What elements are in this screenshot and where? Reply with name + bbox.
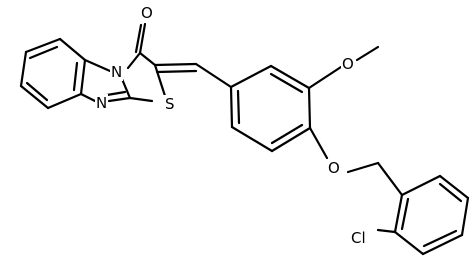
atom-label-thiazole-sulfur: S (163, 95, 176, 113)
imidazole-ring (79, 58, 132, 103)
atom-label-imidazole-nitrogen-fused: N (110, 63, 123, 81)
imidazole-nitrogen-label: N (96, 94, 107, 112)
carbonyl-oxygen-label: O (141, 4, 153, 22)
atom-label-methoxy-oxygen: O (341, 55, 356, 73)
atom-label-benzyl-ether-oxygen: O (327, 159, 342, 177)
thiazolone-ring (126, 22, 167, 103)
sulfur-label: S (165, 95, 175, 113)
benzimidazole-benzene-ring (19, 37, 87, 110)
methoxy-group (307, 45, 380, 90)
methoxyphenyl-ring (229, 64, 312, 153)
fused-nitrogen-label: N (111, 63, 122, 81)
atom-label-carbonyl-oxygen: O (140, 4, 155, 23)
atom-label-imidazole-nitrogen: N (95, 94, 108, 112)
chlorophenyl-ring (376, 174, 470, 256)
exocyclic-double-bond (153, 62, 233, 89)
methoxy-oxygen-label: O (342, 55, 354, 73)
atom-label-chlorine: Cl (350, 229, 376, 247)
benzyloxy-linker (308, 126, 404, 197)
chlorine-label: Cl (351, 229, 366, 247)
ether-oxygen-label: O (328, 159, 340, 177)
